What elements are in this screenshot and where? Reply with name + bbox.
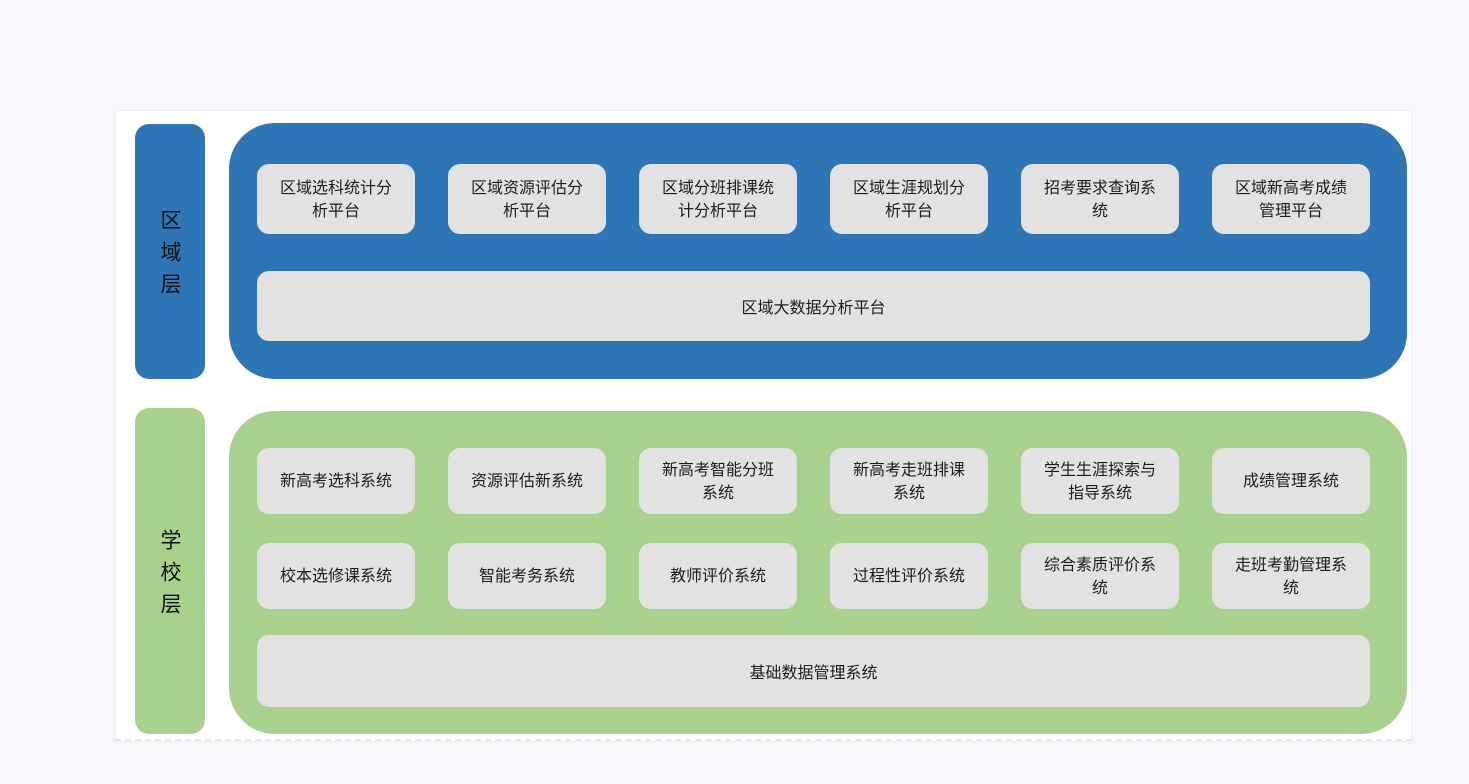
system-box: 区域分班排课统计分析平台 xyxy=(639,164,797,234)
region-platform-box: 区域大数据分析平台 xyxy=(257,271,1370,341)
school-layer-label: 学校层 xyxy=(135,408,205,734)
school-platform-box: 基础数据管理系统 xyxy=(257,635,1370,707)
region-layer-label-text: 区域层 xyxy=(158,209,182,305)
system-box: 招考要求查询系统 xyxy=(1021,164,1179,234)
system-box: 区域新高考成绩管理平台 xyxy=(1212,164,1370,234)
system-box: 新高考智能分班系统 xyxy=(639,448,797,514)
system-box: 学生生涯探索与指导系统 xyxy=(1021,448,1179,514)
diagram-panel: 区域层 区域选科统计分析平台 区域资源评估分析平台 区域分班排课统计分析平台 区… xyxy=(115,110,1412,741)
system-box: 过程性评价系统 xyxy=(830,543,988,609)
system-box: 新高考走班排课系统 xyxy=(830,448,988,514)
system-box: 智能考务系统 xyxy=(448,543,606,609)
region-systems-row: 区域选科统计分析平台 区域资源评估分析平台 区域分班排课统计分析平台 区域生涯规… xyxy=(257,164,1370,234)
system-box: 新高考选科系统 xyxy=(257,448,415,514)
region-layer-label: 区域层 xyxy=(135,124,205,379)
school-systems-row-1: 新高考选科系统 资源评估新系统 新高考智能分班系统 新高考走班排课系统 学生生涯… xyxy=(257,448,1370,514)
system-box: 走班考勤管理系统 xyxy=(1212,543,1370,609)
school-layer-label-text: 学校层 xyxy=(158,528,182,625)
region-layer-container: 区域选科统计分析平台 区域资源评估分析平台 区域分班排课统计分析平台 区域生涯规… xyxy=(229,123,1407,379)
system-box: 资源评估新系统 xyxy=(448,448,606,514)
system-box: 成绩管理系统 xyxy=(1212,448,1370,514)
school-layer-container: 新高考选科系统 资源评估新系统 新高考智能分班系统 新高考走班排课系统 学生生涯… xyxy=(229,411,1407,734)
system-box: 区域生涯规划分析平台 xyxy=(830,164,988,234)
school-systems-row-2: 校本选修课系统 智能考务系统 教师评价系统 过程性评价系统 综合素质评价系统 走… xyxy=(257,543,1370,609)
system-box: 综合素质评价系统 xyxy=(1021,543,1179,609)
system-box: 校本选修课系统 xyxy=(257,543,415,609)
system-box: 教师评价系统 xyxy=(639,543,797,609)
system-box: 区域选科统计分析平台 xyxy=(257,164,415,234)
system-box: 区域资源评估分析平台 xyxy=(448,164,606,234)
